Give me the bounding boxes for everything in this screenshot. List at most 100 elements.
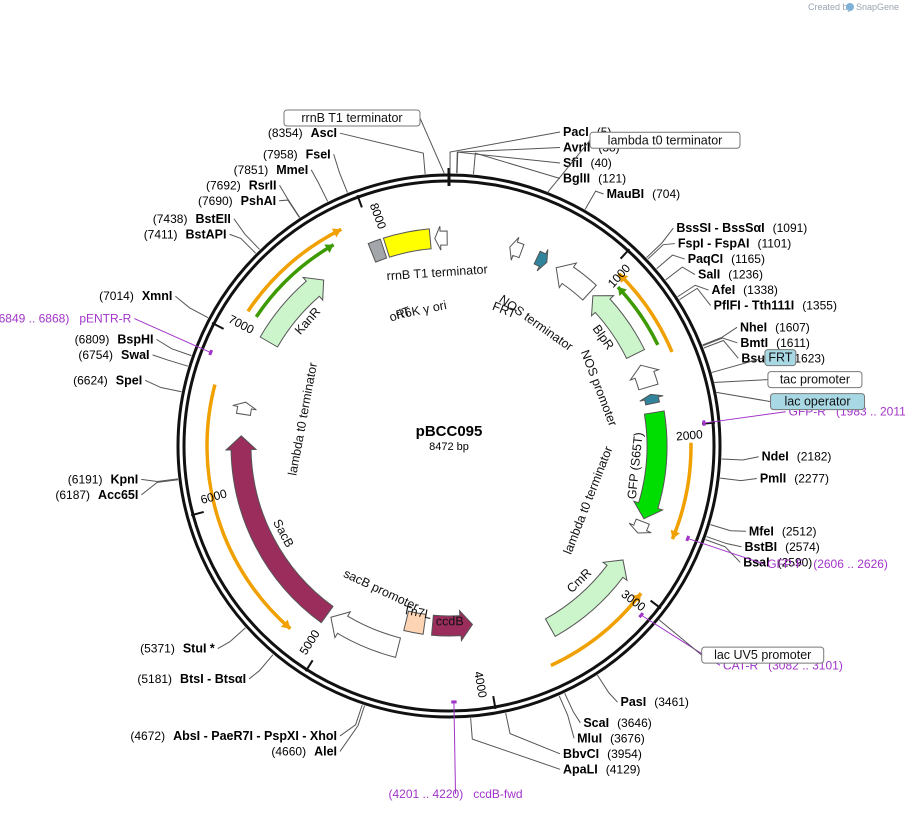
site-leader-line: [705, 539, 741, 563]
orf-arrowhead: [632, 593, 642, 603]
credit-brand: SnapGene: [856, 2, 899, 12]
site-label-apali: ApaLI(4129): [563, 762, 640, 776]
site-leader-line: [721, 456, 759, 461]
feature-kanr: [259, 276, 325, 348]
tick-label: 2000: [675, 427, 703, 443]
boxed-label-frame: [701, 646, 825, 664]
boxed-leader-line: [713, 379, 768, 383]
site-leader-line: [456, 147, 561, 174]
feature-cmr: [544, 559, 628, 638]
site-label-bsssi-bsss-i: BssSI - BssSαI(1091): [676, 221, 807, 235]
site-leader-line: [152, 354, 189, 367]
feature-label: NOS promoter: [578, 348, 620, 428]
site-label-alei: (4660)AleI: [271, 744, 337, 758]
feature-frt2: [639, 393, 664, 406]
site-leader-line: [156, 338, 192, 357]
primer-leader-line: [687, 537, 765, 565]
feature-frt: [533, 249, 549, 272]
boxed-leader-line: [547, 139, 591, 193]
site-leader-line: [702, 337, 738, 347]
site-label-fspi-fspai: FspI - FspAI(1101): [678, 237, 791, 251]
primer-label-ccdb-fwd: (4201 .. 4220)ccdB-fwd: [388, 787, 522, 801]
feature-tn7l: [403, 610, 427, 635]
site-leader-line: [248, 654, 274, 680]
site-leader-line: [279, 199, 300, 218]
orf-arc: [550, 592, 643, 668]
site-label-scai: ScaI(3646): [583, 716, 651, 730]
backbone: [176, 168, 722, 719]
primer-leader-line: [134, 318, 211, 353]
site-label-bsteii: (7438)BstEII: [153, 212, 231, 226]
site-leader-line: [679, 287, 712, 306]
site-label-pmli: PmlI(2277): [760, 471, 829, 485]
orf-arc: [254, 243, 335, 318]
site-label-bstbi: BstBI(2574): [744, 540, 819, 554]
boxed-label-frame: [767, 371, 863, 389]
site-leader-line: [339, 132, 426, 175]
site-leader-line: [229, 233, 257, 254]
site-label-afei: AfeI(1338): [712, 283, 778, 297]
site-leader-line: [470, 718, 561, 770]
boxed-leader-line: [658, 619, 703, 656]
site-label-fsei: (7958)FseI: [263, 147, 331, 161]
site-label-pflfi-tth111i: PflFI - Tth111I(1355): [714, 299, 837, 313]
orf-arrowhead: [617, 287, 627, 297]
boxed-leader-line: [710, 357, 765, 374]
tick-mark: [211, 322, 225, 330]
site-label-maubi: MauBI(704): [607, 187, 681, 201]
boxed-label-frame: [764, 349, 797, 367]
site-leader-line: [310, 169, 329, 202]
feature-gfp-s65t: [632, 410, 668, 520]
orf-arc: [246, 227, 343, 313]
feature-label: NOS terminator: [497, 292, 576, 354]
site-label-rsrii: (7692)RsrII: [206, 178, 276, 192]
site-label-acc65i: (6187)Acc65I: [55, 488, 138, 502]
site-label-sfii: SfiI(40): [563, 156, 612, 170]
boxed-label-frt: FRT: [768, 351, 792, 365]
feature-label: lambda t0 terminator: [285, 361, 320, 476]
feature-ccdb: [431, 609, 474, 643]
tick-mark: [356, 194, 363, 208]
site-leader-line: [144, 379, 182, 393]
site-leader-line: [596, 674, 618, 703]
site-label-bglii: BglII(121): [563, 172, 626, 186]
site-leader-line: [217, 627, 246, 649]
feature-blpr: [590, 295, 646, 360]
site-leader-line: [339, 705, 366, 752]
site-label-mmei: (7851)MmeI: [234, 163, 309, 177]
site-leader-line: [646, 227, 674, 258]
feature-label: Tn7L: [402, 603, 433, 622]
site-leader-line: [677, 284, 709, 298]
primer-leader-line: [703, 411, 786, 424]
site-label-absi-paer7i-pspxi-xhoi: (4672)AbsI - PaeR7I - PspXI - XhoI: [130, 729, 337, 743]
site-leader-line: [456, 151, 561, 174]
primer-mark: [638, 612, 645, 619]
feature-label: lambda t0 terminator: [561, 444, 616, 556]
boxed-label-frame: [770, 393, 866, 411]
site-label-swai: (6754)SwaI: [78, 348, 149, 362]
orf-arrowhead: [331, 228, 342, 238]
site-label-kpni: (6191)KpnI: [68, 472, 138, 486]
orf-arrowhead: [324, 244, 334, 253]
site-label-nhei: NheI(1607): [740, 320, 810, 334]
site-label-asci: (8354)AscI: [268, 126, 337, 140]
credit-text: Created by: [808, 2, 853, 12]
feature-nos-promoter: [629, 364, 661, 391]
orf-arc: [670, 442, 693, 540]
tick-label: 3000: [619, 587, 649, 615]
site-leader-line: [710, 524, 746, 532]
boxed-label-frame: [283, 109, 421, 127]
site-label-stui: (5371)StuI *: [140, 642, 215, 656]
primer-leader-line: [453, 701, 457, 795]
primer-mark: [208, 349, 214, 356]
tick-label: 5000: [297, 627, 323, 657]
tick-mark: [619, 248, 631, 260]
tick-mark: [492, 695, 497, 710]
boxed-label-frame: [589, 131, 741, 149]
feature-orit: [367, 238, 388, 263]
tick-label: 8000: [367, 201, 389, 231]
site-leader-line: [665, 266, 696, 281]
site-leader-line: [656, 254, 685, 270]
site-label-xmni: (7014)XmnI: [99, 289, 172, 303]
site-leader-line: [449, 131, 561, 174]
